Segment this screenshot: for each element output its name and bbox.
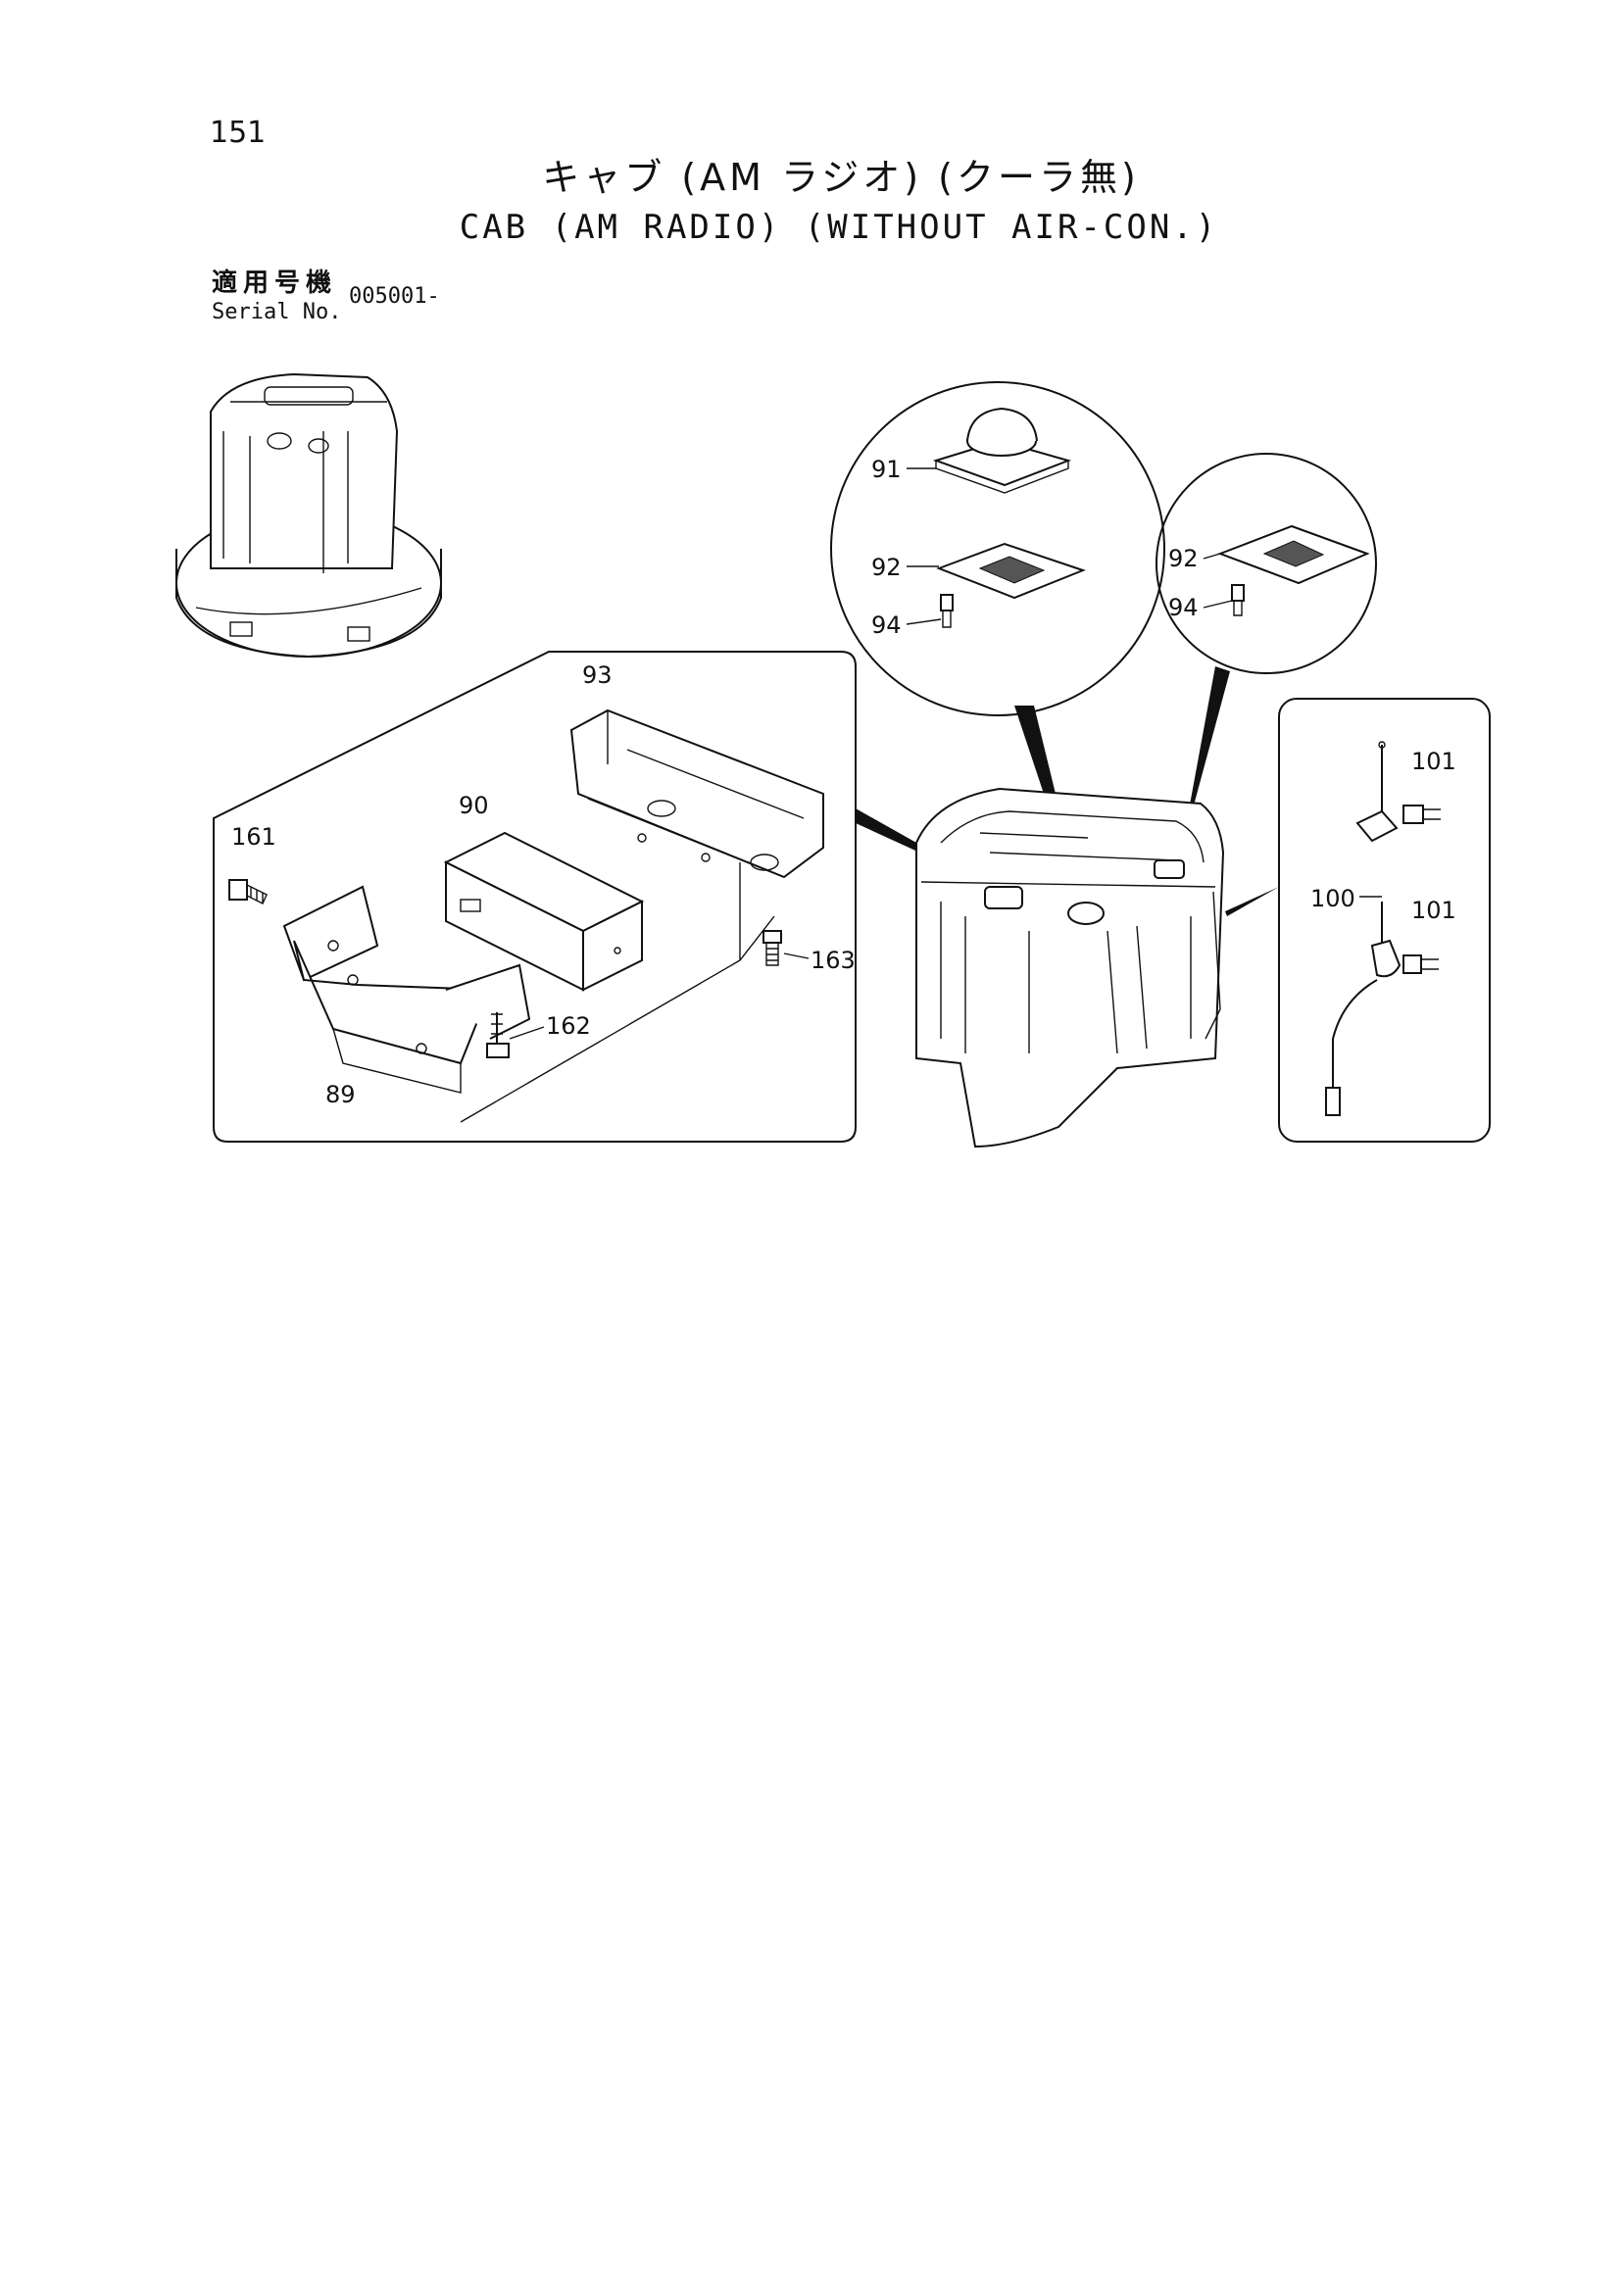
assembly-guide-lines (460, 862, 775, 1123)
bolt-161 (228, 879, 268, 904)
callout-92-right: 92 (1168, 545, 1199, 572)
callout-93: 93 (582, 661, 613, 689)
cab-overview-illustration (175, 372, 442, 659)
callout-94-left: 94 (871, 611, 902, 639)
callout-100: 100 (1310, 885, 1355, 912)
callout-162: 162 (546, 1012, 591, 1040)
callout-94-right: 94 (1168, 594, 1199, 621)
part-90-am-radio-unit (443, 831, 645, 992)
speaker-detail-circle-right (1156, 453, 1377, 674)
speaker-detail-circle-left (830, 381, 1165, 716)
antenna-detail-box (1278, 698, 1491, 1143)
callout-89: 89 (325, 1081, 356, 1108)
part-93-radio-cover (569, 708, 824, 879)
cab-main-illustration (915, 787, 1225, 1148)
page-title-japanese: キャブ (AM ラジオ) (クーラ無) (542, 156, 1140, 199)
bolt-163 (762, 930, 782, 966)
bolt-162 (486, 1012, 510, 1058)
callout-90: 90 (459, 792, 489, 819)
callout-91: 91 (871, 456, 902, 483)
page-title-english: CAB (AM RADIO) (WITHOUT AIR-CON.) (459, 208, 1219, 247)
callout-161: 161 (231, 823, 276, 851)
part-89-mounting-bracket (282, 885, 531, 1094)
callout-92-left: 92 (871, 554, 902, 581)
callout-101-bottom: 101 (1411, 897, 1456, 924)
serial-label-japanese: 適用号機 (212, 269, 338, 298)
callout-163: 163 (811, 947, 856, 974)
radio-mount-detail-box (213, 651, 857, 1143)
page-number: 151 (210, 116, 267, 150)
callout-leader-lines (509, 467, 1382, 1040)
serial-number-value: 005001- (349, 284, 440, 309)
callout-101-top: 101 (1411, 748, 1456, 775)
serial-label-english: Serial No. (212, 300, 342, 324)
